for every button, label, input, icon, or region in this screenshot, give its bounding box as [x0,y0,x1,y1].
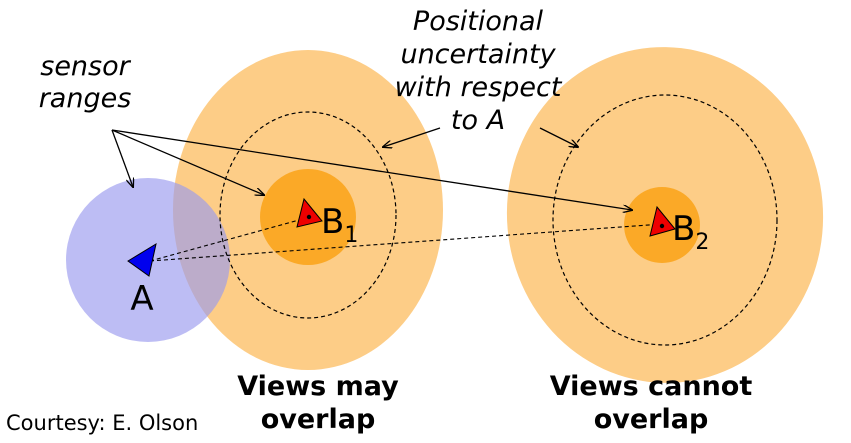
sensor-arrow-b1 [111,129,264,195]
sensor-arrow-a [111,129,133,187]
uncertainty-contour-b1 [219,111,397,319]
uncertainty-label-line2: uncertainty [400,39,556,70]
left-caption-line1: Views may [237,371,399,402]
uncertainty-label-line3: with respect [395,72,563,103]
sensor-ranges-label-line1: sensor [40,51,131,82]
uncertainty-label-line1: Positional [413,6,544,37]
left-caption-line2: overlap [261,404,376,435]
robot-a-icon [127,242,157,277]
robot-b2-label-letter: B [672,209,695,249]
robot-b1-label: B1 [321,202,358,248]
robot-b1-label-letter: B [321,202,344,242]
right-caption-line2: overlap [594,404,709,435]
robot-b1-icon [296,197,323,228]
credit-label: Courtesy: E. Olson [6,411,198,435]
right-caption-line1: Views cannot [550,371,753,402]
robot-b2-icon [649,205,676,237]
robot-b2-label-subscript: 2 [695,230,709,255]
uncertainty-label-line4: to A [451,105,505,136]
robot-b2-label: B2 [672,209,709,255]
uncertainty-contour-b2 [552,94,778,346]
robot-b1-dot [306,214,312,220]
uncertainty-arrow-b1 [383,127,441,147]
sensor-arrow-b2 [111,129,632,210]
uncertainty-arrow-b2 [539,127,578,147]
sensor-ranges-label-line2: ranges [39,83,132,114]
robot-b2-dot [659,223,665,229]
relative-position-line-b2 [149,223,663,262]
robot-a-label: A [130,279,153,319]
robot-b1-label-subscript: 1 [344,223,358,248]
